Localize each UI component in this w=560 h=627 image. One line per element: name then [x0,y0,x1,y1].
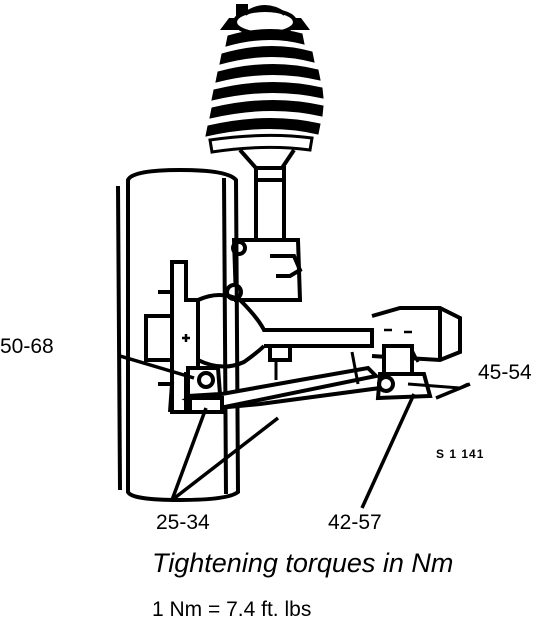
torque-label-upper-left: 50-68 [0,335,54,358]
ball-joint [186,366,224,414]
tire [116,167,241,503]
leader-right [435,382,471,400]
torque-label-right: 45-54 [478,361,532,384]
strut-top-mount [220,4,310,36]
figure-caption: Tightening torques in Nm [152,548,454,578]
coil-spring [205,28,324,154]
unit-conversion: 1 Nm = 7.4 ft. lbs [152,598,312,621]
strut-body [225,148,303,302]
leader-lines [119,354,471,509]
leader-lower-left-b [170,416,280,502]
bushing-bracket [375,344,469,401]
drive-shaft [197,293,462,369]
torque-label-lower-right: 42-57 [328,511,382,534]
torque-label-lower-left: 25-34 [156,511,210,534]
leader-lower-left-a [170,407,208,501]
leader-upper-left [119,354,195,380]
leader-lower-right [360,393,416,509]
figure-code: S 1 141 [436,447,485,461]
